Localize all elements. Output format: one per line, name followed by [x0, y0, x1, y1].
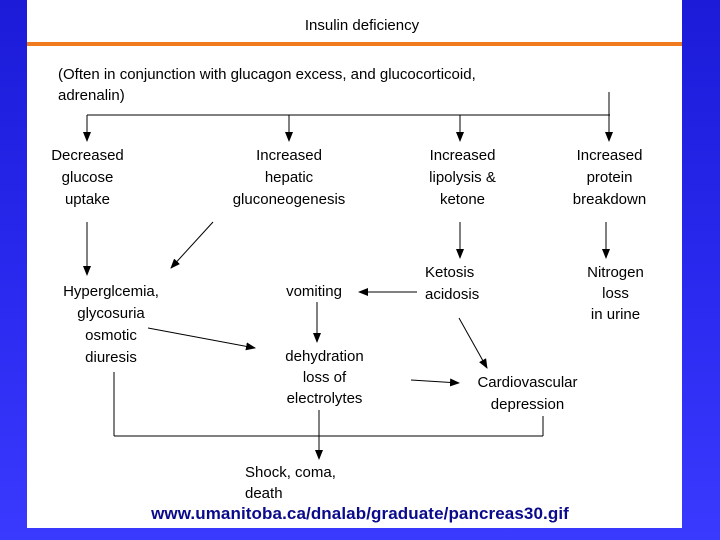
node-cardiovascular-depression: Cardiovascular depression: [477, 374, 578, 413]
node-increased-protein-breakdown: Increased protein breakdown: [572, 147, 647, 208]
node-hyperglycemia: Hyperglcemia, glycosuria osmotic diuresi…: [63, 283, 159, 366]
node-vomiting: vomiting: [286, 283, 342, 300]
node-increased-lipolysis-ketone: Increased lipolysis & ketone: [429, 147, 496, 208]
diagram-panel: Insulin deficiency (Often in conjunction…: [27, 0, 682, 528]
node-nitrogen-loss: Nitrogen loss in urine: [587, 264, 644, 323]
node-ketosis-acidosis: Ketosis acidosis: [425, 264, 480, 303]
arrow-ketosis-to-cardiovascular: [458, 317, 488, 369]
node-dehydration: dehydration loss of electrolytes: [285, 348, 364, 407]
node-decreased-glucose-uptake: Decreased glucose uptake: [51, 147, 124, 208]
source-url: www.umanitoba.ca/dnalab/graduate/pancrea…: [151, 504, 569, 523]
title-divider: [27, 42, 682, 46]
context-note: (Often in conjunction with glucagon exce…: [58, 66, 476, 104]
diagram-title: Insulin deficiency: [304, 17, 420, 34]
flow-connectors: [83, 92, 613, 460]
arrow-hyperglycemia-to-dehydration: [147, 327, 256, 351]
node-increased-hepatic-gluconeogenesis: Increased hepatic gluconeogenesis: [232, 147, 346, 208]
arrow-dehydration-to-cardiovascular: [410, 378, 460, 387]
arrow-gluconeogenesis-to-hyperglycemia: [170, 221, 214, 269]
node-shock-coma-death: Shock, coma, death: [245, 464, 336, 502]
